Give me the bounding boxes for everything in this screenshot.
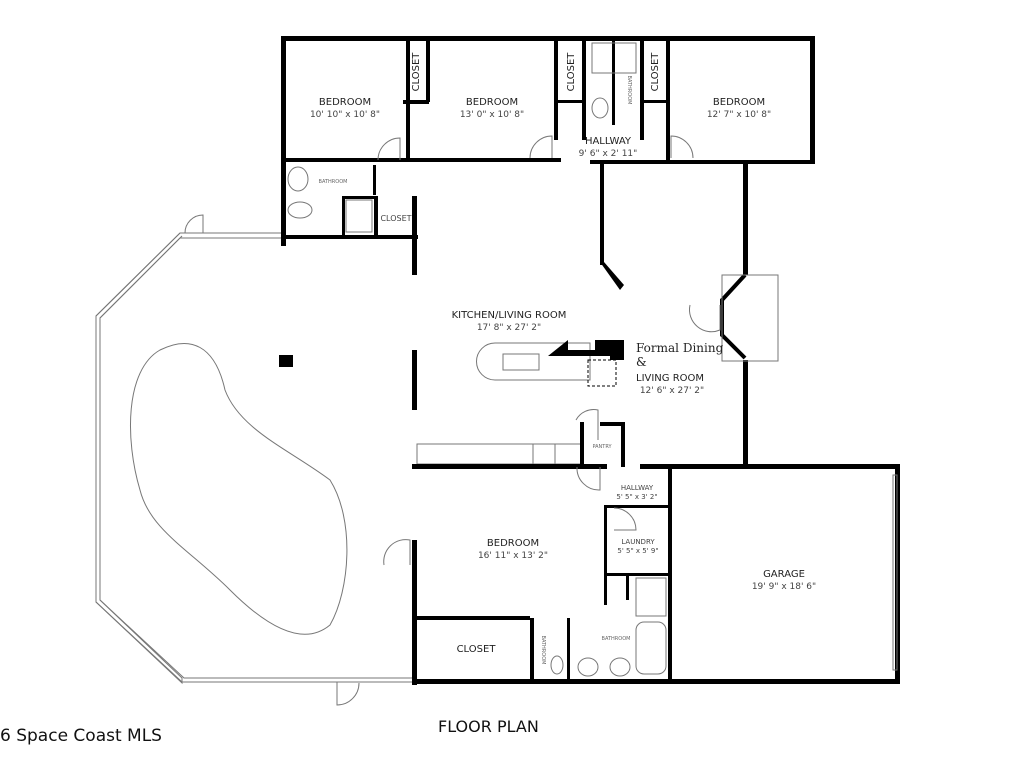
door-swing bbox=[336, 682, 360, 706]
door-swing bbox=[184, 214, 204, 234]
bedroom4-dims: 16' 11" x 13' 2" bbox=[478, 551, 548, 561]
screened-patio bbox=[95, 214, 415, 706]
hallway-top-dims: 9' 6" x 2' 11" bbox=[579, 149, 638, 159]
bathroom-small-label: BATHROOM bbox=[540, 636, 546, 665]
closet-b-label: CLOSET bbox=[566, 52, 577, 92]
kitchen-dims: 17' 8" x 27' 2" bbox=[477, 323, 541, 333]
floor-plan-title: FLOOR PLAN bbox=[438, 717, 539, 736]
closet-c-label: CLOSET bbox=[650, 52, 661, 92]
bedroom4-label: BEDROOM bbox=[487, 538, 539, 549]
sink bbox=[502, 353, 540, 371]
counter bbox=[548, 340, 624, 360]
range-hood bbox=[587, 359, 617, 387]
living-label: LIVING ROOM bbox=[636, 373, 704, 384]
cooktop bbox=[532, 443, 556, 465]
laundry-label: LAUNDRY bbox=[621, 538, 655, 546]
dining-label: Formal Dining bbox=[636, 341, 724, 355]
bathroom-bottom-label: BATHROOM bbox=[602, 636, 631, 642]
kitchen-label: KITCHEN/LIVING ROOM bbox=[452, 310, 567, 321]
bedroom1-label: BEDROOM bbox=[319, 97, 371, 108]
walls bbox=[281, 36, 900, 685]
kitchen-island bbox=[476, 342, 591, 381]
laundry-dims: 5' 5" x 5' 9" bbox=[617, 547, 658, 555]
bedroom3-dims: 12' 7" x 10' 8" bbox=[707, 110, 771, 120]
bedroom1-dims: 10' 10" x 10' 8" bbox=[310, 110, 380, 120]
bedroom2-label: BEDROOM bbox=[466, 97, 518, 108]
hallway-mid-dims: 5' 5" x 3' 2" bbox=[616, 493, 657, 501]
dining-dims: 12' 6" x 27' 2" bbox=[640, 386, 704, 396]
column bbox=[279, 355, 293, 367]
bathroom-left-label: BATHROOM bbox=[319, 179, 348, 185]
room-labels: BEDROOM 10' 10" x 10' 8" BEDROOM 13' 0" … bbox=[310, 52, 816, 665]
garage-dims: 19' 9" x 18' 6" bbox=[752, 582, 816, 592]
bedroom3-label: BEDROOM bbox=[713, 97, 765, 108]
hallway-top-label: HALLWAY bbox=[585, 136, 632, 147]
garage-label: GARAGE bbox=[763, 569, 805, 580]
watermark: 6 Space Coast MLS bbox=[0, 726, 162, 746]
bedroom2-dims: 13' 0" x 10' 8" bbox=[460, 110, 524, 120]
hallway-mid-label: HALLWAY bbox=[621, 484, 654, 492]
closet-a-label: CLOSET bbox=[411, 52, 422, 92]
dining-amp: & bbox=[636, 355, 647, 369]
closet-e-label: CLOSET bbox=[457, 644, 497, 655]
bathroom-top-label: BATHROOM bbox=[626, 76, 632, 105]
pool bbox=[129, 343, 348, 635]
pantry-label: PANTRY bbox=[592, 444, 612, 450]
closet-d-label: CLOSET bbox=[380, 214, 411, 223]
